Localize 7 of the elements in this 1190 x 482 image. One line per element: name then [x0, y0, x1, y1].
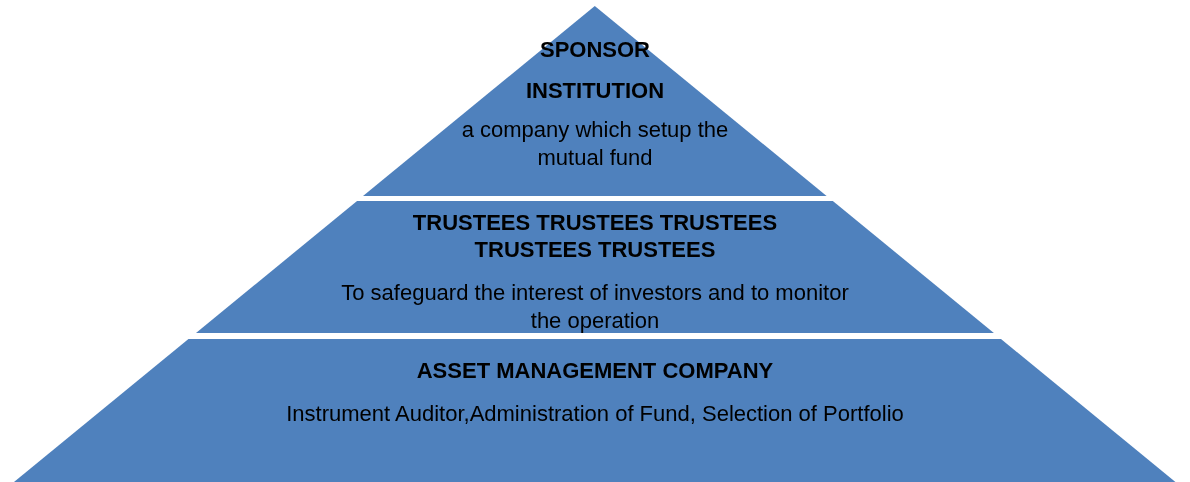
tier-description: a company which setup the mutual fund	[460, 116, 730, 172]
tier-description: Instrument Auditor,Administration of Fund, Selection of Portfolio	[286, 400, 904, 428]
tier-description: To safeguard the interest of investors and to monitor the operation	[340, 279, 850, 335]
tier-heading: SPONSOR	[539, 36, 650, 63]
tier-heading: TRUSTEES TRUSTEES TRUSTEES TRUSTEES TRUSTEES	[411, 209, 779, 263]
tier-heading: ASSET MANAGEMENT COMPANY	[416, 357, 774, 384]
tier-heading: INSTITUTION	[525, 77, 665, 104]
